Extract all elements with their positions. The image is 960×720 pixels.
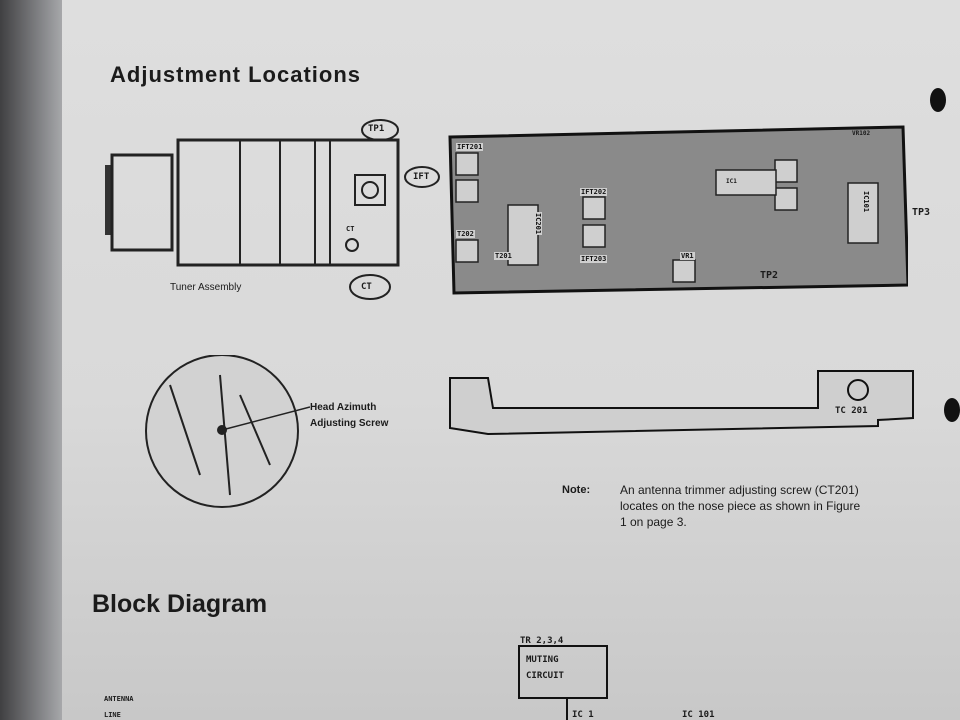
pcb-drawing [448,125,908,295]
note-line: locates on the nose piece as shown in Fi… [620,499,861,513]
muting-label-1: MUTING [526,655,559,665]
binding-edge [0,0,70,720]
pcb-label-ift201: IFT201 [456,143,484,151]
head-azimuth-label-2: Adjusting Screw [310,418,389,429]
ic1-label: IC 1 [572,710,594,720]
pcb-label-t201: T201 [494,252,513,260]
pcb-label-ic1: IC1 [726,178,737,185]
tc201-label: TC 201 [835,406,868,416]
note-line: 1 on page 3. [620,515,687,529]
tuner-assembly-drawing [105,119,440,300]
pcb-label-vr1: VR1 [680,252,695,260]
pcb-label-ift203: IFT203 [580,255,608,263]
binder-hole [944,398,960,422]
connection-line [566,697,568,720]
ic101-label: IC 101 [682,710,715,720]
muting-label-2: CIRCUIT [526,671,564,681]
tuner-caption: Tuner Assembly [170,282,242,293]
tp3-label: TP3 [912,207,931,218]
note-line: An antenna trimmer adjusting screw (CT20… [620,483,859,497]
pcb-label-t202: T202 [456,230,475,238]
note-label: Note: [562,484,591,496]
muting-circuit-block: MUTING CIRCUIT [518,645,608,699]
line-label: LINE [104,711,121,719]
adjustment-locations-heading: Adjustment Locations [110,62,362,87]
block-diagram-heading: Block Diagram [92,590,268,618]
pcb-label-vr102: VR102 [852,130,871,137]
tr-label: TR 2,3,4 [520,636,564,646]
pcb-label-ic201: IC201 [534,212,542,236]
binder-hole [930,88,946,112]
ift-label: IFT [413,172,430,182]
head-azimuth-label-1: Head Azimuth [310,402,377,413]
pcb-label-ic101: IC101 [862,190,870,214]
tp1-label: TP1 [368,124,385,134]
pcb-label-ift202: IFT202 [580,188,608,196]
antenna-label: ANTENNA [104,695,134,703]
tp2-label: TP2 [760,270,779,281]
ct-label: CT [361,282,372,292]
head-azimuth-drawing [145,355,310,508]
note-text: An antenna trimmer adjusting screw (CT20… [620,482,860,530]
nose-piece-drawing [449,370,914,436]
ct-small-label: CT [346,225,355,233]
